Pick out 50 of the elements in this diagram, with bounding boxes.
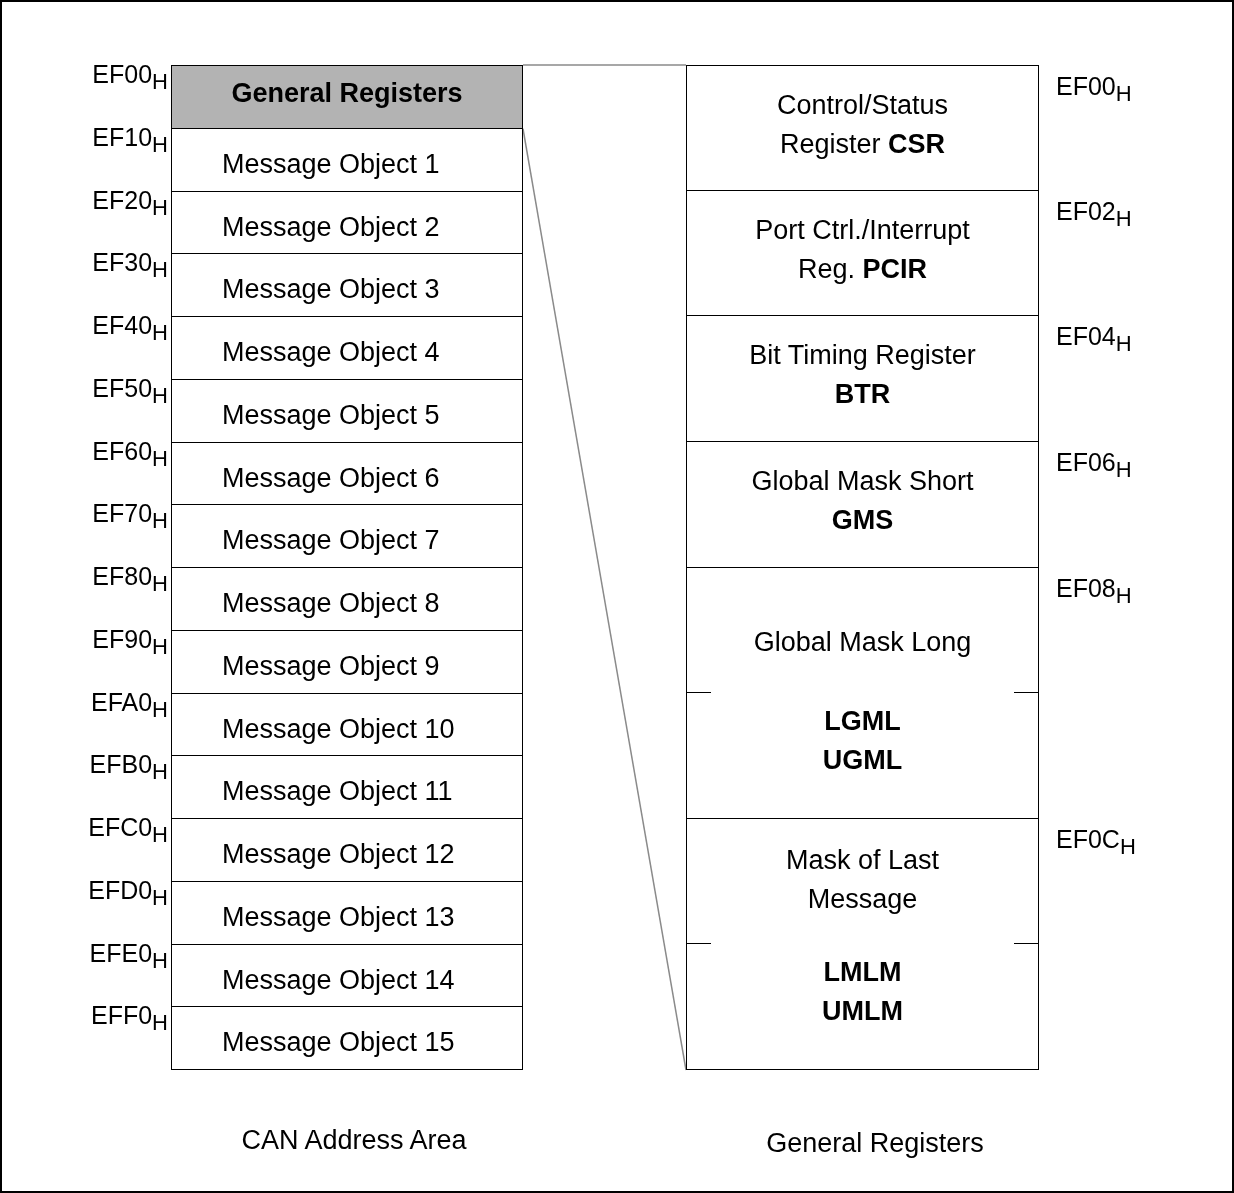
address-label: EF80$_{H}$ <box>92 562 168 598</box>
row-label: Message Object 7 <box>221 524 441 558</box>
row-label: Message Object 15 <box>221 1026 456 1060</box>
address-label: EF90$_{H}$ <box>92 624 168 661</box>
address-label: EF50$_{H}$ <box>92 373 168 410</box>
address-label: EF30$_{H}$ <box>92 248 168 285</box>
address-label: EF02$_{H}$ <box>1056 197 1132 233</box>
address-label: EFE0$_{H}$ <box>89 938 168 975</box>
row-label: Message Object 11 <box>221 775 454 809</box>
register-abbreviation: LGML UGML <box>821 705 904 777</box>
row-label: Port Ctrl./Interrupt Reg. PCIR <box>754 214 971 286</box>
column-caption: General Registers <box>766 1128 984 1159</box>
address-label: EF0C$_{H}$ <box>1056 825 1136 861</box>
row-label: Message Object 1 <box>221 147 441 181</box>
address-label: EFA0$_{H}$ <box>90 687 168 724</box>
row-label: Mask of Last Message <box>784 844 941 916</box>
address-label: EF04$_{H}$ <box>1056 322 1132 358</box>
row-label: Message Object 3 <box>221 273 441 307</box>
row-label: Message Object 2 <box>221 210 441 244</box>
row-label: Global Mask Short GMS <box>750 465 975 537</box>
row-label: Message Object 4 <box>221 336 441 369</box>
address-label: EF20$_{H}$ <box>92 185 168 222</box>
address-label: EF06$_{H}$ <box>1056 448 1132 484</box>
address-label: EF60$_{H}$ <box>92 436 168 473</box>
address-label: EF00$_{H}$ <box>92 60 168 96</box>
column-caption: CAN Address Area <box>241 1125 467 1156</box>
address-label: EFD0$_{H}$ <box>88 875 168 912</box>
address-label: EF10$_{H}$ <box>92 122 168 159</box>
row-label: Message Object 14 <box>221 963 456 997</box>
row-label: Bit Timing Register BTR <box>748 339 977 411</box>
register-abbreviation: LMLM UMLM <box>821 956 904 1028</box>
row-label: Global Mask Long <box>752 626 973 659</box>
row-label: Message Object 13 <box>221 900 456 934</box>
row-label: Message Object 5 <box>221 398 441 432</box>
address-label: EFC0$_{H}$ <box>88 813 168 849</box>
row-label: Message Object 9 <box>221 649 441 683</box>
row-label: Message Object 10 <box>221 712 456 746</box>
address-label: EFF0$_{H}$ <box>91 1001 168 1038</box>
row-label: Message Object 8 <box>221 587 441 620</box>
zoom-line <box>522 128 687 1071</box>
zoom-line <box>522 64 687 66</box>
address-label: EF08$_{H}$ <box>1056 574 1132 610</box>
row-label: Control/Status Register CSR <box>775 89 950 161</box>
address-label: EF70$_{H}$ <box>92 499 168 536</box>
address-label: EFB0$_{H}$ <box>89 750 168 787</box>
row-label: General Registers <box>230 77 464 110</box>
address-label: EF00$_{H}$ <box>1056 72 1132 108</box>
row-label: Message Object 12 <box>221 838 456 871</box>
address-label: EF40$_{H}$ <box>92 311 168 347</box>
row-label: Message Object 6 <box>221 461 441 495</box>
